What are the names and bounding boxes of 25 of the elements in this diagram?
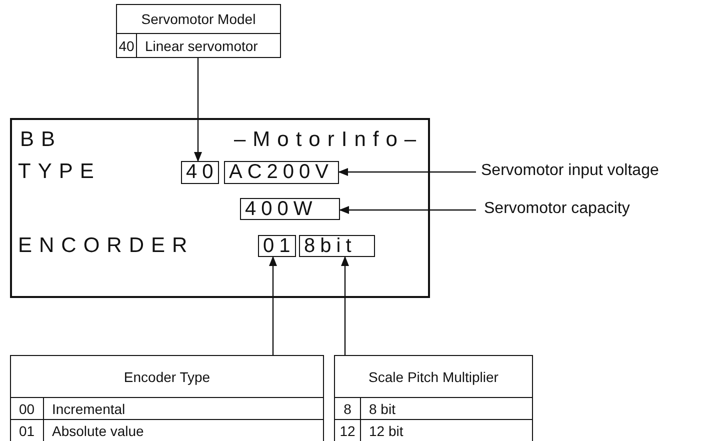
annotation-text: Servomotor capacity xyxy=(484,200,630,218)
value-field: 400W xyxy=(240,198,340,220)
display-panel xyxy=(10,118,430,298)
table-title: Servomotor Model xyxy=(116,4,281,34)
code-description: Linear servomotor xyxy=(136,33,281,58)
data-table xyxy=(10,355,324,441)
display-text: TYPE xyxy=(18,160,101,184)
code-number: 40 xyxy=(116,33,137,58)
table-title: Encoder Type xyxy=(10,355,324,398)
leader-arrow xyxy=(339,206,476,214)
value-field: 40 xyxy=(181,161,220,184)
display-text: –MotorInfo– xyxy=(234,128,424,152)
data-table xyxy=(116,4,281,58)
leader-arrow xyxy=(341,256,349,355)
value-field: 8bit xyxy=(299,235,375,257)
data-table xyxy=(334,355,533,441)
value-field: 01 xyxy=(258,235,296,257)
annotation-text: Servomotor input voltage xyxy=(481,162,659,180)
display-text: BB xyxy=(20,128,62,152)
table-title: Scale Pitch Multiplier xyxy=(334,355,533,398)
value-field: AC200V xyxy=(224,161,339,184)
leader-arrow xyxy=(269,256,277,355)
leader-arrow xyxy=(338,168,476,176)
leader-arrow xyxy=(194,58,202,162)
display-text: ENCORDER xyxy=(18,234,194,258)
